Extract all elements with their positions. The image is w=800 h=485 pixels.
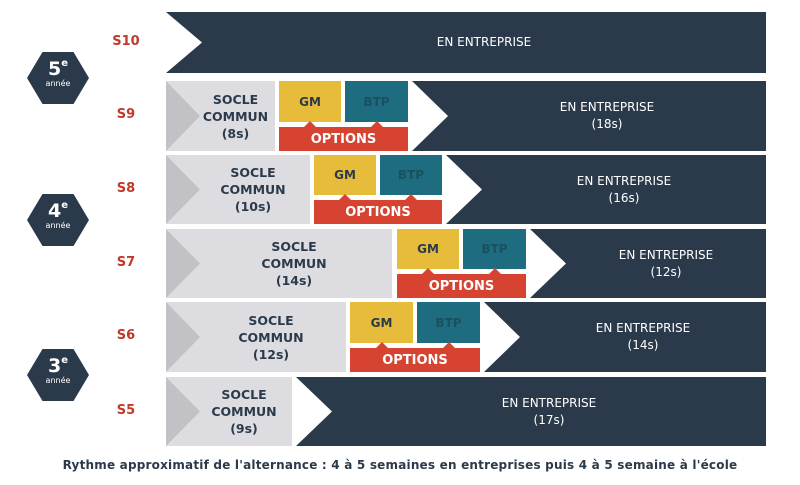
- options-label: OPTIONS: [382, 352, 448, 368]
- entreprise-label: EN ENTREPRISE: [501, 395, 597, 410]
- entreprise-weeks: (12s): [650, 264, 682, 279]
- arrow-up-icon: [303, 121, 317, 128]
- option-btp: BTP: [380, 155, 442, 195]
- caption: Rythme approximatif de l'alternance : 4 …: [62, 458, 738, 472]
- chevron-icon: [166, 155, 200, 224]
- option-gm: GM: [279, 81, 341, 122]
- option-btp: BTP: [463, 229, 526, 269]
- semester-label: S9: [116, 107, 136, 122]
- option-gm: GM: [314, 155, 376, 195]
- year-suffix: e: [61, 200, 69, 211]
- options-bar: OPTIONS: [397, 268, 526, 298]
- year-number: 5: [47, 58, 62, 80]
- socle-text-line: COMMUN: [238, 329, 304, 345]
- arrow-up-icon: [421, 268, 435, 275]
- arrow-up-icon: [338, 194, 352, 201]
- socle-text-line: (10s): [234, 199, 272, 214]
- socle-text-line: (8s): [221, 125, 250, 141]
- semester-label: S10: [112, 33, 140, 49]
- chevron-icon: [166, 302, 200, 372]
- entreprise-weeks: (14s): [627, 338, 659, 352]
- semester-label: S6: [116, 328, 136, 343]
- entreprise-weeks: (18s): [591, 117, 623, 131]
- socle-text-line: COMMUN: [220, 182, 286, 197]
- socle-text-line: COMMUN: [202, 108, 269, 124]
- options-label: OPTIONS: [428, 278, 495, 294]
- socle-commun-block: SOCLE COMMUN (14s): [166, 229, 392, 298]
- socle-text-line: SOCLE: [221, 387, 267, 402]
- chevron-icon: [166, 377, 200, 446]
- year-word: année: [45, 221, 71, 230]
- arrow-up-icon: [487, 268, 502, 275]
- entreprise-label: EN ENTREPRISE: [559, 100, 655, 114]
- options-label: OPTIONS: [345, 204, 411, 220]
- socle-text-line: (14s): [275, 273, 313, 288]
- entreprise-block: EN ENTREPRISE (17s): [296, 377, 766, 446]
- year-label-number: 4e: [27, 200, 89, 222]
- socle-text-line: (12s): [252, 346, 290, 362]
- option-btp: BTP: [345, 81, 408, 122]
- year-suffix: e: [61, 58, 69, 69]
- arrow-up-icon: [404, 194, 418, 201]
- semester-label: S5: [116, 402, 136, 418]
- arrow-up-icon: [374, 342, 389, 349]
- semester-label: S8: [116, 180, 136, 196]
- entreprise-label: EN ENTREPRISE: [595, 321, 691, 335]
- chevron-icon: [166, 229, 200, 298]
- option-btp: BTP: [417, 302, 480, 343]
- chevron-icon: [166, 81, 200, 151]
- year-word: année: [45, 376, 71, 385]
- year-word: année: [45, 79, 71, 88]
- options-label: OPTIONS: [310, 131, 377, 147]
- year-label-number: 5e: [27, 58, 89, 80]
- entreprise-block: EN ENTREPRISE: [166, 12, 766, 73]
- entreprise-weeks: (16s): [608, 190, 640, 205]
- semester-label: S7: [116, 254, 136, 270]
- entreprise-label: EN ENTREPRISE: [618, 247, 714, 262]
- options-bar: OPTIONS: [314, 194, 442, 224]
- entreprise-block: EN ENTREPRISE (18s): [412, 81, 766, 151]
- entreprise-block: EN ENTREPRISE (12s): [530, 229, 766, 298]
- options-bar: OPTIONS: [279, 121, 408, 151]
- options-bar: OPTIONS: [350, 342, 480, 372]
- entreprise-block: EN ENTREPRISE (16s): [446, 155, 766, 224]
- socle-text-line: COMMUN: [261, 256, 327, 271]
- entreprise-label: EN ENTREPRISE: [436, 35, 532, 49]
- socle-text-line: SOCLE: [212, 91, 259, 107]
- entreprise-block: EN ENTREPRISE (14s): [484, 302, 766, 372]
- year-label-number: 3e: [27, 355, 89, 377]
- socle-text-line: (9s): [230, 421, 258, 436]
- socle-commun-block: SOCLE COMMUN (10s): [166, 155, 310, 224]
- socle-text-line: SOCLE: [248, 312, 294, 328]
- year-number: 4: [47, 200, 62, 222]
- option-gm: GM: [350, 302, 413, 343]
- arrow-up-icon: [441, 342, 456, 349]
- socle-commun-block: SOCLE COMMUN (9s): [166, 377, 292, 446]
- option-gm: GM: [397, 229, 459, 269]
- socle-text-line: SOCLE: [230, 165, 276, 180]
- entreprise-weeks: (17s): [533, 412, 565, 427]
- arrow-up-icon: [369, 121, 384, 128]
- socle-text-line: SOCLE: [271, 239, 317, 254]
- year-suffix: e: [61, 355, 69, 366]
- year-number: 3: [47, 355, 62, 377]
- entreprise-label: EN ENTREPRISE: [576, 173, 672, 188]
- socle-text-line: COMMUN: [211, 404, 277, 419]
